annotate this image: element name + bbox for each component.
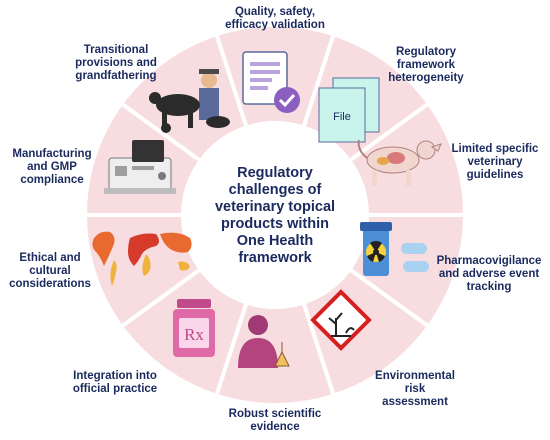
document-check-icon (242, 51, 300, 113)
label-transitional-provisions: Transitional provisions and grandfatheri… (75, 44, 157, 82)
scientist-icon (238, 315, 290, 368)
label-integration-official-practice: Integration into official practice (72, 370, 158, 395)
radioactive-pills-icon (360, 222, 429, 276)
center-title: Regulatory challenges of veterinary topi… (214, 165, 336, 266)
files-icon: File (318, 77, 380, 143)
file-label: File (333, 111, 351, 123)
lab-instrument-icon (104, 140, 176, 194)
label-manufacturing-gmp: Manufacturing and GMP compliance (12, 148, 92, 186)
world-map-icon (92, 231, 192, 286)
rx-label: Rx (184, 325, 204, 344)
label-quality-safety-efficacy: Quality, safety, efficacy validation (225, 6, 325, 31)
center-disc (185, 125, 365, 305)
label-environmental-risk: Environmental risk assessment (375, 370, 455, 408)
environmental-hazard-icon (310, 289, 372, 351)
label-pharmacovigilance: Pharmacovigilance and adverse event trac… (436, 255, 542, 293)
farmer-livestock-icon (149, 69, 230, 133)
label-regulatory-heterogeneity: Regulatory framework heterogeneity (388, 46, 464, 84)
label-ethical-cultural: Ethical and cultural considerations (9, 252, 91, 290)
rx-bottle-icon: Rx (173, 299, 215, 357)
dog-anatomy-icon (357, 139, 442, 186)
label-limited-veterinary-guidelines: Limited specific veterinary guidelines (451, 143, 539, 181)
label-robust-scientific-evidence: Robust scientific evidence (228, 408, 322, 433)
